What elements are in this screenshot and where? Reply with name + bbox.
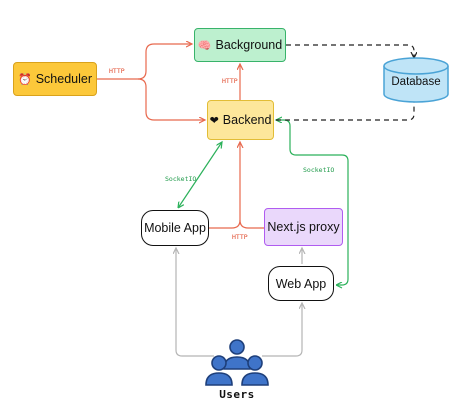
database-cylinder (383, 57, 449, 103)
users-group-icon (205, 339, 269, 386)
mobile-app-label: Mobile App (144, 221, 206, 235)
nextjs-proxy-label: Next.js proxy (267, 220, 340, 234)
edge-mobile-backend-socketio (178, 142, 222, 208)
edge-label-mobile-socketio: SocketIO (165, 175, 197, 183)
edge-web-backend-socketio (276, 120, 349, 285)
database-label: Database (391, 76, 441, 88)
edge-scheduler-background (97, 44, 192, 80)
nextjs-proxy-node[interactable]: Next.js proxy (264, 208, 343, 246)
edge-users-mobile (176, 248, 214, 357)
web-app-label: Web App (275, 276, 327, 291)
brain-icon: 🧠 (197, 39, 212, 52)
backend-node[interactable]: ❤ Backend (207, 100, 274, 140)
edge-label-backend-background-http: HTTP (222, 77, 238, 85)
heart-icon: ❤ (209, 114, 219, 127)
web-app-node[interactable]: Web App (268, 266, 334, 301)
edge-backend-database (276, 100, 415, 121)
background-label: Background (215, 38, 283, 52)
alarm-clock-icon: ⏰ (18, 73, 32, 86)
edge-background-database (286, 44, 414, 58)
background-node[interactable]: 🧠 Background (194, 28, 286, 62)
backend-label: Backend (222, 113, 272, 127)
edge-label-scheduler-http: HTTP (109, 67, 125, 75)
scheduler-node[interactable]: ⏰ Scheduler (13, 62, 97, 96)
users-label: Users (219, 388, 255, 401)
mobile-app-node[interactable]: Mobile App (141, 210, 209, 246)
edge-users-webapp (262, 303, 302, 357)
edge-nextjs-backend-http (239, 219, 264, 229)
edge-scheduler-backend (137, 78, 205, 120)
edge-label-mobile-http: HTTP (232, 233, 248, 241)
edge-label-web-socketio: SocketIO (303, 166, 335, 174)
scheduler-label: Scheduler (35, 72, 92, 86)
